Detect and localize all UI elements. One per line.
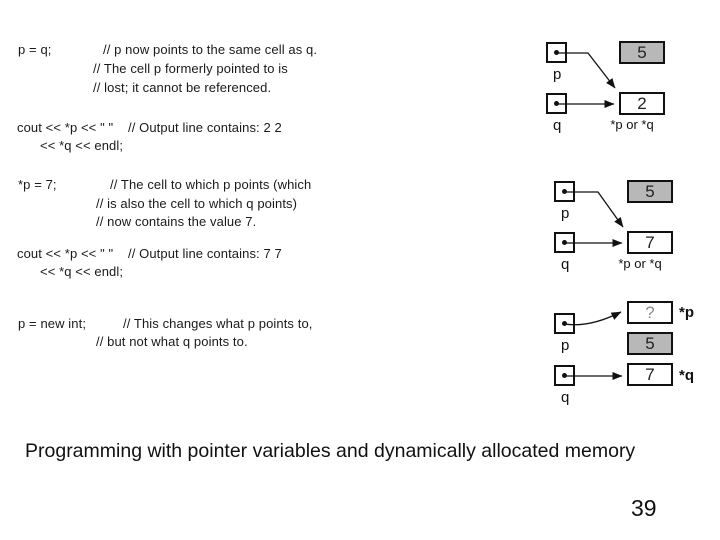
p-target-cell: ?: [627, 301, 673, 324]
code-comment: // The cell p formerly pointed to is: [93, 61, 288, 76]
code-output-statement-2b: << *q << endl;: [40, 264, 124, 279]
code-statement-1: p = q;: [18, 42, 52, 57]
code-comment: // Output line contains: 7 7: [128, 246, 282, 261]
code-comment: // now contains the value 7.: [96, 214, 257, 229]
q-target-cell: 7: [627, 363, 673, 386]
pointer-label-p: p: [561, 337, 570, 354]
code-comment: // Output line contains: 2 2: [128, 120, 282, 135]
code-statement-3: p = new int;: [18, 316, 87, 331]
target-cell-label: *p or *q: [610, 117, 654, 132]
pointer-box-p: [554, 181, 575, 202]
code-comment: // The cell to which p points (which: [110, 177, 312, 192]
pointer-label-p: p: [553, 66, 562, 83]
pointer-box-q: [546, 93, 567, 114]
target-cell-label: *p or *q: [618, 256, 662, 271]
lost-cell: 5: [627, 180, 673, 203]
pointer-label-q: q: [561, 256, 570, 273]
code-comment: // p now points to the same cell as q.: [103, 42, 318, 57]
pointer-dot: [554, 101, 559, 106]
pointer-dot: [554, 50, 559, 55]
slide-caption: Programming with pointer variables and d…: [25, 440, 636, 462]
lost-cell: 5: [627, 332, 673, 355]
pointer-box-p: [554, 313, 575, 334]
page-number: 39: [631, 495, 657, 521]
pointer-box-p: [546, 42, 567, 63]
code-statement-2: *p = 7;: [18, 177, 57, 192]
pointer-dot: [562, 189, 567, 194]
p-target-cell-label: *p: [679, 304, 694, 321]
pointer-dot: [562, 373, 567, 378]
code-comment: // This changes what p points to,: [123, 316, 313, 331]
code-comment: // is also the cell to which q points): [96, 196, 298, 211]
pointer-box-q: [554, 232, 575, 253]
code-output-statement-1b: << *q << endl;: [40, 138, 124, 153]
code-comment: // lost; it cannot be referenced.: [93, 80, 272, 95]
pointer-label-q: q: [553, 117, 562, 134]
pointer-label-p: p: [561, 205, 570, 222]
q-target-cell-label: *q: [679, 367, 694, 384]
pointer-dot: [562, 321, 567, 326]
pointer-dot: [562, 240, 567, 245]
target-cell: 2: [619, 92, 665, 115]
pointer-box-q: [554, 365, 575, 386]
code-output-statement-1: cout << *p << " ": [17, 120, 114, 135]
code-output-statement-2: cout << *p << " ": [17, 246, 114, 261]
lost-cell: 5: [619, 41, 665, 64]
code-comment: // but not what q points to.: [96, 334, 248, 349]
target-cell: 7: [627, 231, 673, 254]
pointer-label-q: q: [561, 389, 570, 406]
